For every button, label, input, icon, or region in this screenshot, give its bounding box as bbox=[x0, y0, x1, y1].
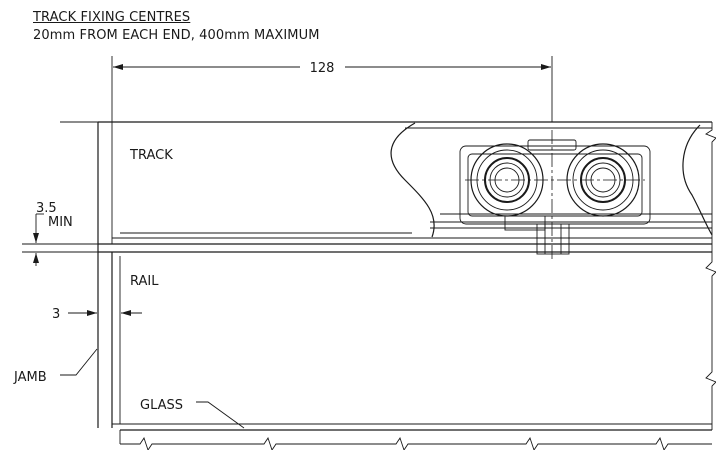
glass-callout: GLASS bbox=[140, 398, 245, 429]
drawing-title: TRACK FIXING CENTRES bbox=[33, 10, 191, 25]
dimension-128: 128 bbox=[111, 56, 553, 122]
min-label: MIN bbox=[48, 215, 73, 230]
dimension-gap: 3 bbox=[52, 307, 142, 322]
track-label: TRACK bbox=[129, 148, 173, 163]
track-profile bbox=[22, 121, 712, 253]
min-value: 3.5 bbox=[36, 201, 57, 216]
break-line-right bbox=[682, 124, 713, 236]
gap-value: 3 bbox=[52, 307, 60, 322]
bottom-break-line bbox=[120, 436, 712, 450]
dimension-min: 3.5 MIN bbox=[33, 201, 73, 266]
roller-carriage bbox=[459, 130, 651, 262]
break-line bbox=[390, 122, 435, 238]
dimension-128-label: 128 bbox=[310, 61, 335, 76]
drawing-note: 20mm FROM EACH END, 400mm MAXIMUM bbox=[33, 28, 320, 43]
jamb-label: JAMB bbox=[13, 370, 47, 385]
rail-label: RAIL bbox=[130, 274, 159, 289]
glass-label: GLASS bbox=[140, 398, 183, 413]
right-break-marks bbox=[705, 122, 716, 430]
jamb-callout: JAMB bbox=[13, 348, 98, 385]
rail-panel bbox=[111, 252, 712, 431]
jamb bbox=[60, 121, 113, 428]
